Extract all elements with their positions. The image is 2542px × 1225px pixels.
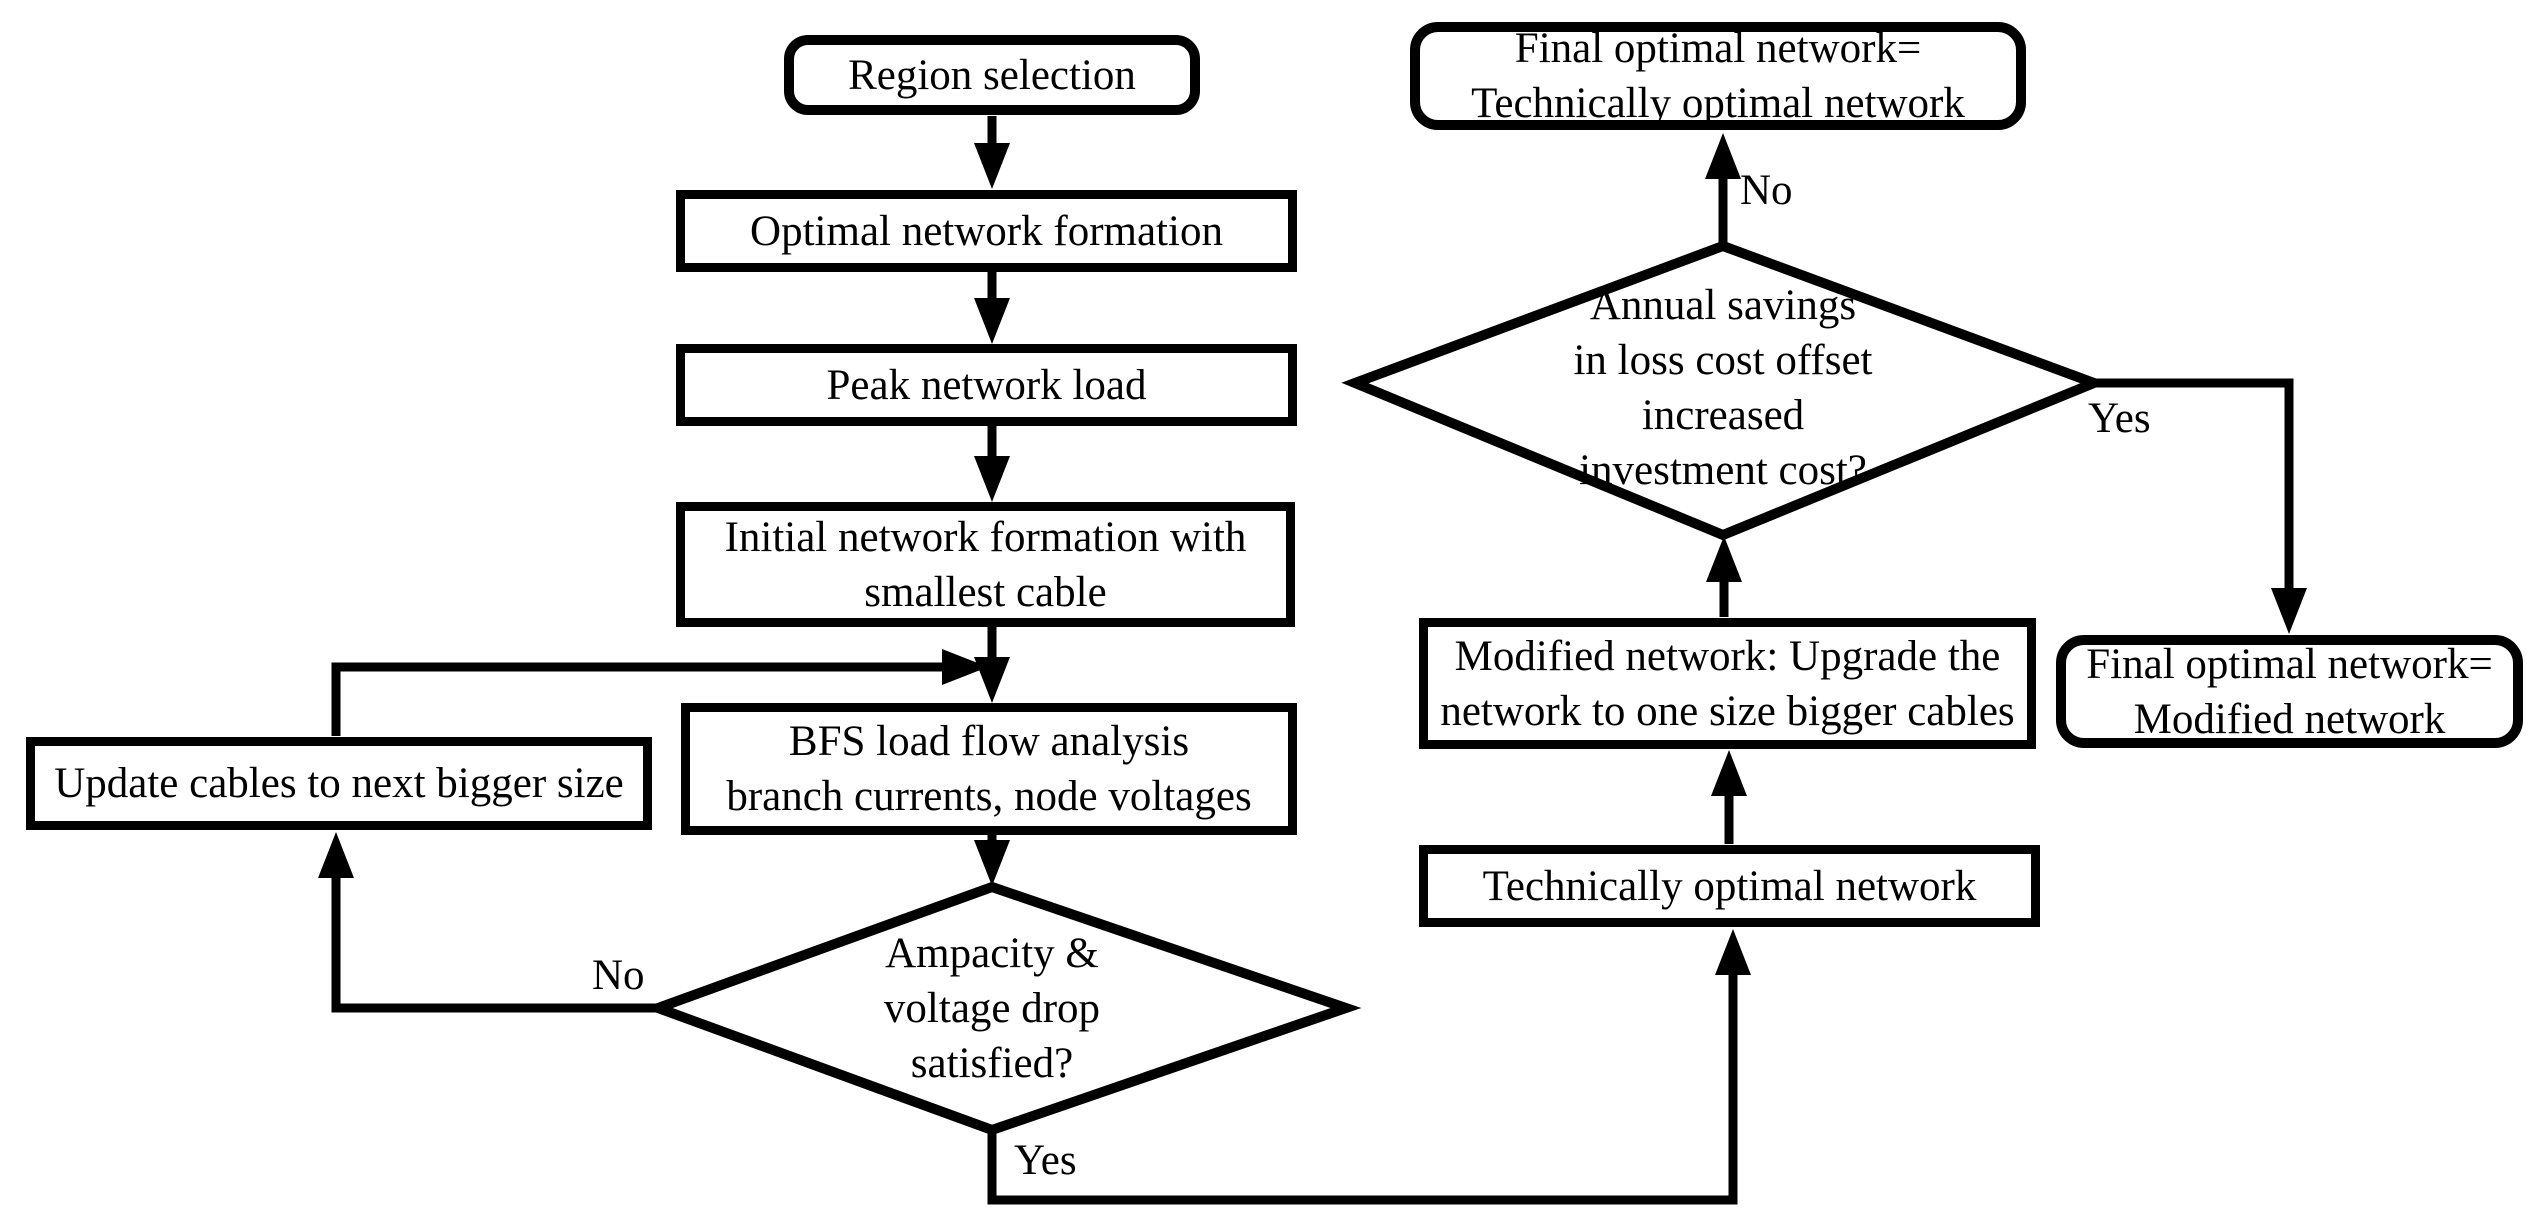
node-bfs-load-flow: BFS load flow analysis branch currents, … [681, 703, 1297, 835]
arrowhead-up-icon [318, 832, 354, 878]
edge-label-ampacity-yes: Yes [1014, 1137, 1077, 1184]
decision-savings-label: Annual savings in loss cost offset incre… [1463, 278, 1983, 498]
arrowhead-up-icon [1705, 133, 1741, 179]
edge-label-savings-no: No [1740, 167, 1793, 214]
node-label: Annual savings [1589, 282, 1857, 329]
node-label: Region selection [848, 51, 1136, 99]
decision-savings-diamond [1341, 240, 2108, 541]
arrowhead-up-icon [1715, 929, 1751, 975]
arrowhead-down-icon [974, 143, 1010, 189]
node-label: smallest cable [864, 568, 1107, 616]
arrowhead-down-icon [974, 456, 1010, 502]
decision-ampacity-label: Ampacity & voltage drop satisfied? [790, 925, 1194, 1091]
node-label: Modified network [2133, 695, 2446, 743]
arrowhead-up-icon [1711, 750, 1747, 796]
node-label: in loss cost offset [1573, 337, 1873, 384]
node-label: increased [1641, 392, 1805, 439]
node-label: Ampacity & [885, 929, 1099, 977]
node-label: BFS load flow analysis [788, 718, 1190, 765]
node-region-selection: Region selection [784, 35, 1200, 115]
arrowhead-down-icon [974, 298, 1010, 344]
node-label: investment cost? [1579, 447, 1867, 494]
decision-ampacity-diamond [643, 881, 1362, 1136]
node-label: Update cables to next bigger size [54, 760, 624, 807]
arrowhead-down-icon [974, 840, 1010, 886]
node-label: branch currents, node voltages [726, 773, 1252, 820]
node-label: Final optimal network= [2086, 640, 2493, 688]
connector-lines [331, 116, 2294, 1205]
edge-savings-yes-path [2094, 378, 2294, 592]
node-label: network to one size bigger cables [1440, 687, 2015, 735]
node-label: voltage drop [883, 984, 1101, 1032]
edge-ampacity-yes-path [987, 969, 1738, 1205]
node-optimal-network-formation: Optimal network formation [676, 190, 1297, 272]
node-label: Final optimal network= [1514, 25, 1922, 72]
node-label: Technically optimal network [1482, 862, 1977, 910]
node-modified-network: Modified network: Upgrade the network to… [1419, 618, 2036, 749]
edge-label-savings-yes: Yes [2088, 395, 2151, 442]
arrowhead-up-icon [1706, 536, 1742, 582]
edge-update-loop-return [331, 662, 948, 736]
edge-label-ampacity-no: No [592, 952, 645, 999]
node-update-cables: Update cables to next bigger size [26, 737, 652, 830]
node-label: Technically optimal network [1471, 80, 1965, 127]
node-final-optimal-modified: Final optimal network= Modified network [2056, 635, 2523, 748]
node-label: Peak network load [826, 361, 1147, 409]
node-label: Modified network: Upgrade the [1454, 632, 2001, 680]
node-initial-network-formation: Initial network formation with smallest … [676, 502, 1295, 627]
node-label: Initial network formation with [724, 513, 1247, 561]
node-technically-optimal-network: Technically optimal network [1419, 845, 2040, 927]
node-peak-network-load: Peak network load [676, 344, 1297, 426]
node-final-optimal-technical: Final optimal network= Technically optim… [1410, 22, 2026, 130]
edge-ampacity-no-path [331, 872, 660, 1013]
arrowheads [318, 133, 2307, 975]
node-label: Optimal network formation [750, 207, 1223, 255]
node-label: satisfied? [910, 1039, 1074, 1087]
arrowhead-right-icon [942, 649, 988, 685]
arrowhead-down-icon [2271, 588, 2307, 634]
